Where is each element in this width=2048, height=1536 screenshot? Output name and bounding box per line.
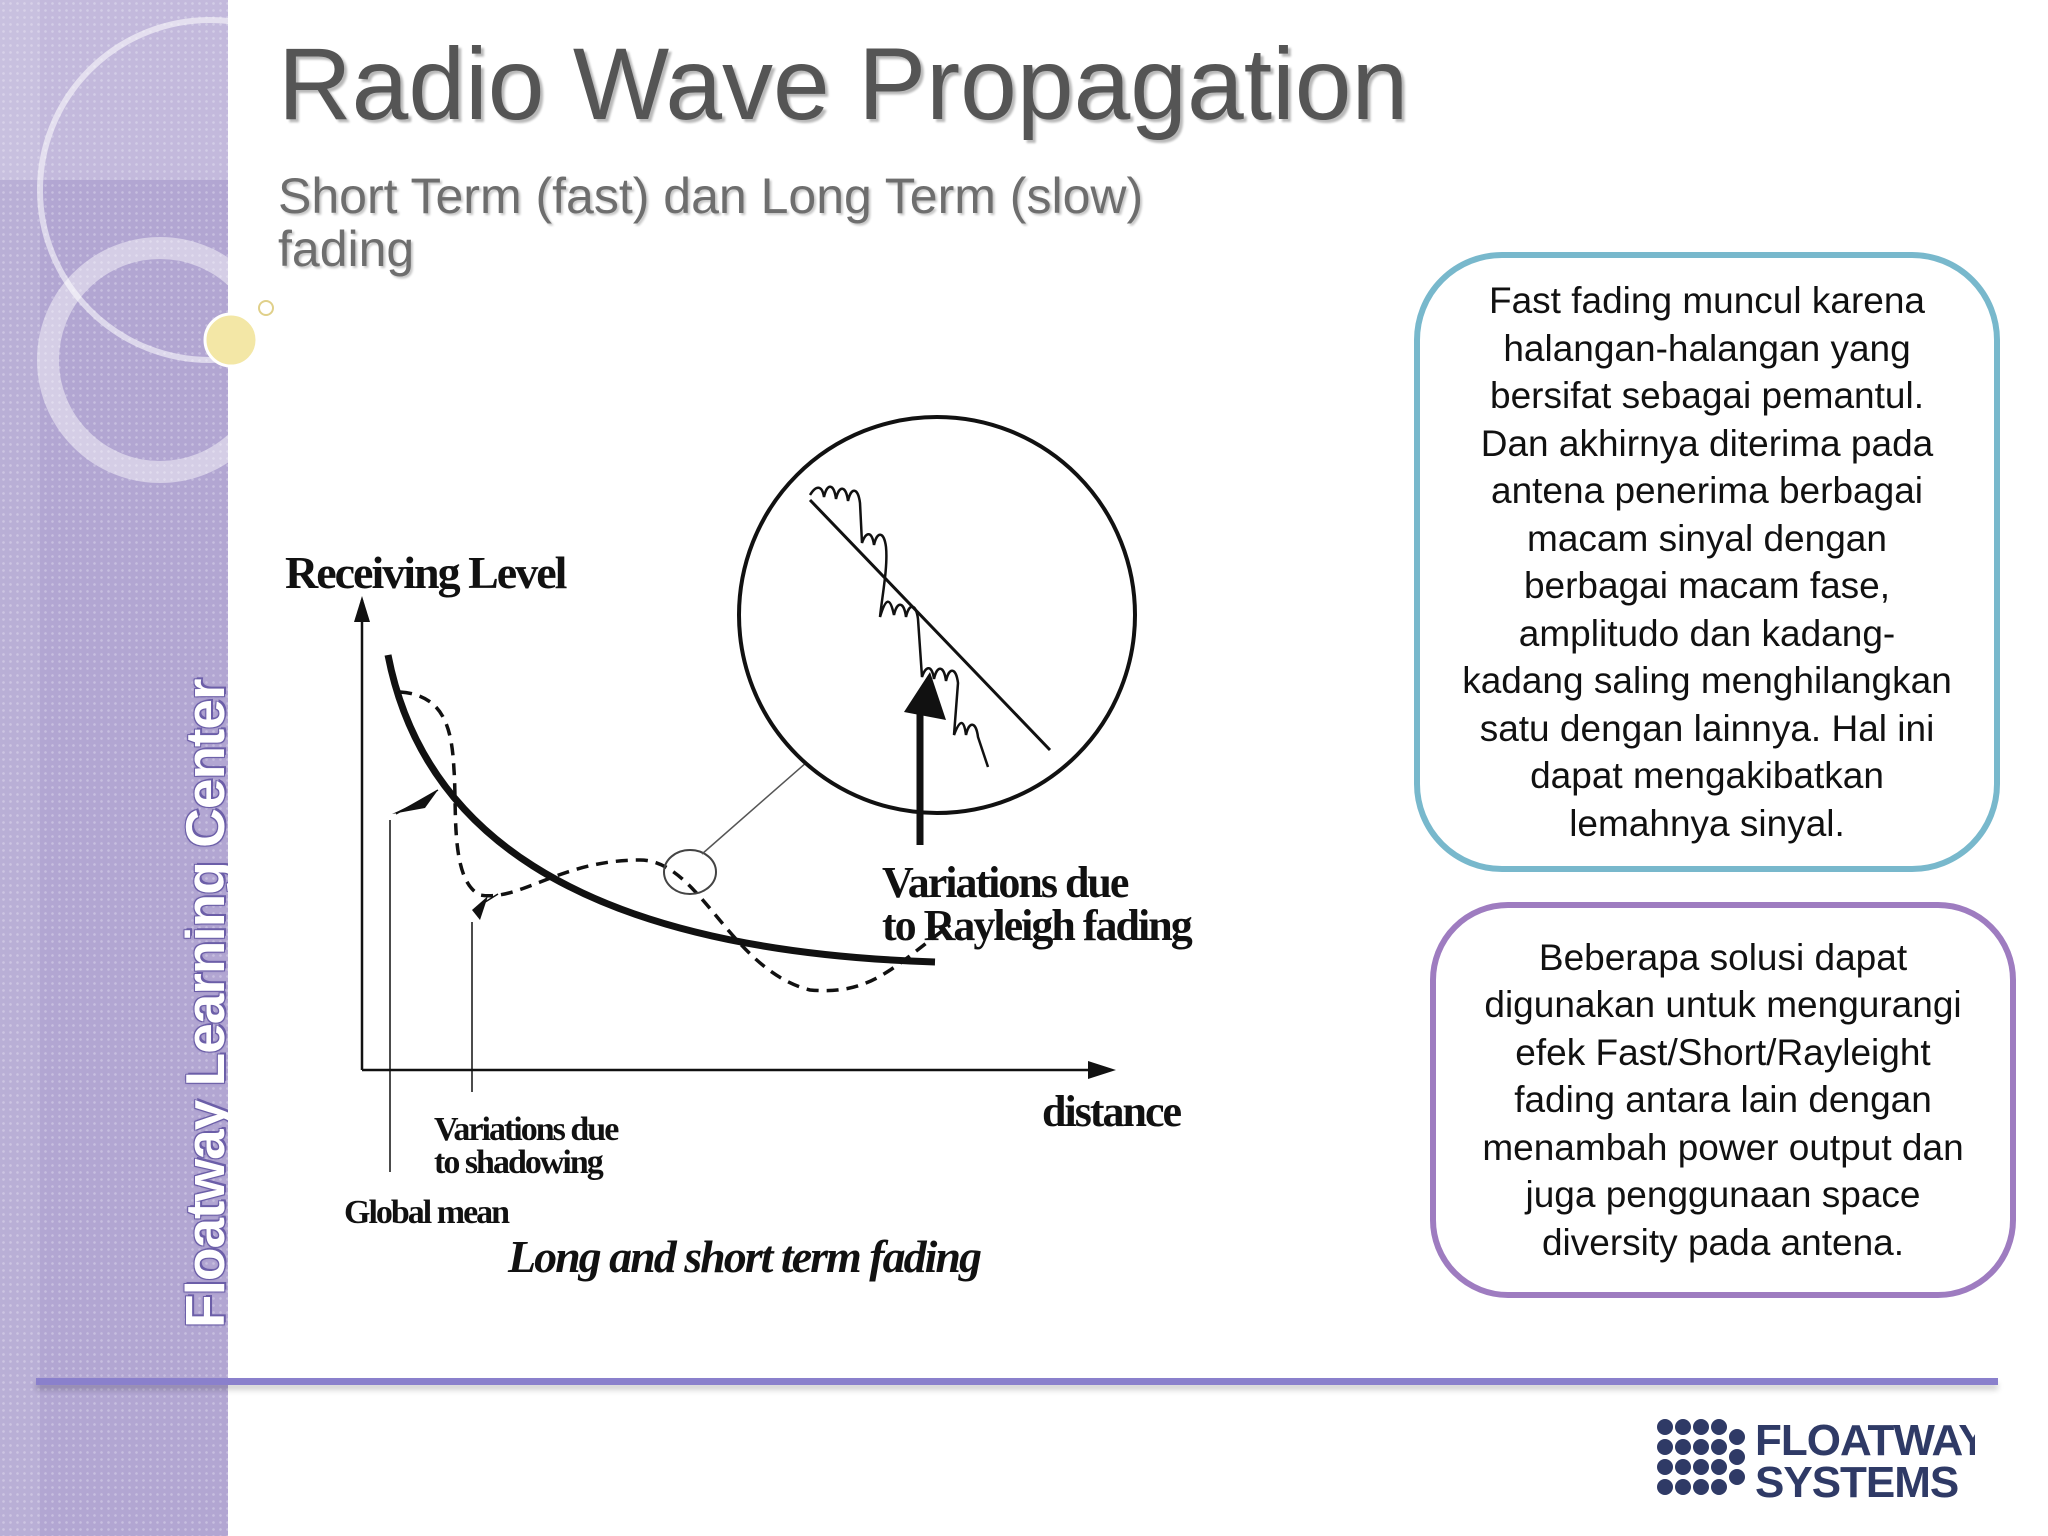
y-axis-arrowhead [354, 596, 370, 622]
rayleigh-fast-fading-trace [808, 485, 990, 768]
fading-diagram: Receiving Level distance Variations due … [285, 415, 1195, 1282]
label-receiving-level: Receiving Level [285, 547, 567, 598]
shadowing-curve [399, 690, 952, 993]
decorative-rings [0, 0, 300, 483]
global-mean-curve [384, 654, 936, 966]
sidebar-brand-text: Floatway Learning Center [174, 679, 228, 1328]
label-shadowing-line2: to shadowing [434, 1144, 604, 1181]
x-axis-arrowhead [1088, 1061, 1116, 1079]
solution-info-box: Beberapa solusi dapat digunakan untuk me… [1430, 902, 2016, 1298]
deco-dot-yellow [203, 312, 259, 368]
rayleigh-pointer-head [904, 672, 946, 720]
fast-fading-info-box: Fast fading muncul karena halangan-halan… [1414, 252, 2000, 872]
deco-dot-small [258, 300, 274, 316]
sidebar-stripe [0, 0, 40, 1536]
logo-dot-grid [1657, 1419, 1745, 1495]
slide-subtitle: Short Term (fast) dan Long Term (slow) f… [278, 168, 1144, 277]
deco-ring-large [37, 17, 300, 363]
label-rayleigh-line1: Variations due [882, 858, 1129, 907]
floatway-logo: FLOATWAY SYSTEMS [1657, 1416, 1975, 1507]
deco-panel [0, 0, 228, 180]
label-global-mean: Global mean [344, 1194, 510, 1231]
logo-line1: FLOATWAY [1755, 1416, 1975, 1465]
slide-title: Radio Wave Propagation [278, 27, 1409, 141]
decorative-sidebar: Floatway Learning Center [0, 0, 228, 1536]
shadowing-pointer-diag [481, 893, 499, 905]
label-distance: distance [1042, 1087, 1181, 1136]
global-mean-pointer-head [392, 790, 438, 814]
logo-line2: SYSTEMS [1755, 1458, 1958, 1507]
zoom-connector [701, 754, 816, 855]
figure-caption: Long and short term fading [507, 1231, 981, 1282]
footer-divider [36, 1378, 1998, 1385]
label-rayleigh-line2: to Rayleigh fading [882, 901, 1193, 950]
solution-text: Beberapa solusi dapat digunakan untuk me… [1482, 936, 1964, 1263]
deco-ring-thick [37, 237, 283, 483]
global-mean-pointer-diag [395, 789, 439, 815]
label-shadowing-line1: Variations due [434, 1111, 619, 1148]
rayleigh-trend-line [808, 498, 1052, 752]
shadowing-pointer-head [472, 896, 488, 920]
zoom-ellipse [663, 849, 717, 895]
zoom-circle [737, 415, 1137, 815]
fast-fading-text: Fast fading muncul karena halangan-halan… [1462, 280, 1952, 844]
